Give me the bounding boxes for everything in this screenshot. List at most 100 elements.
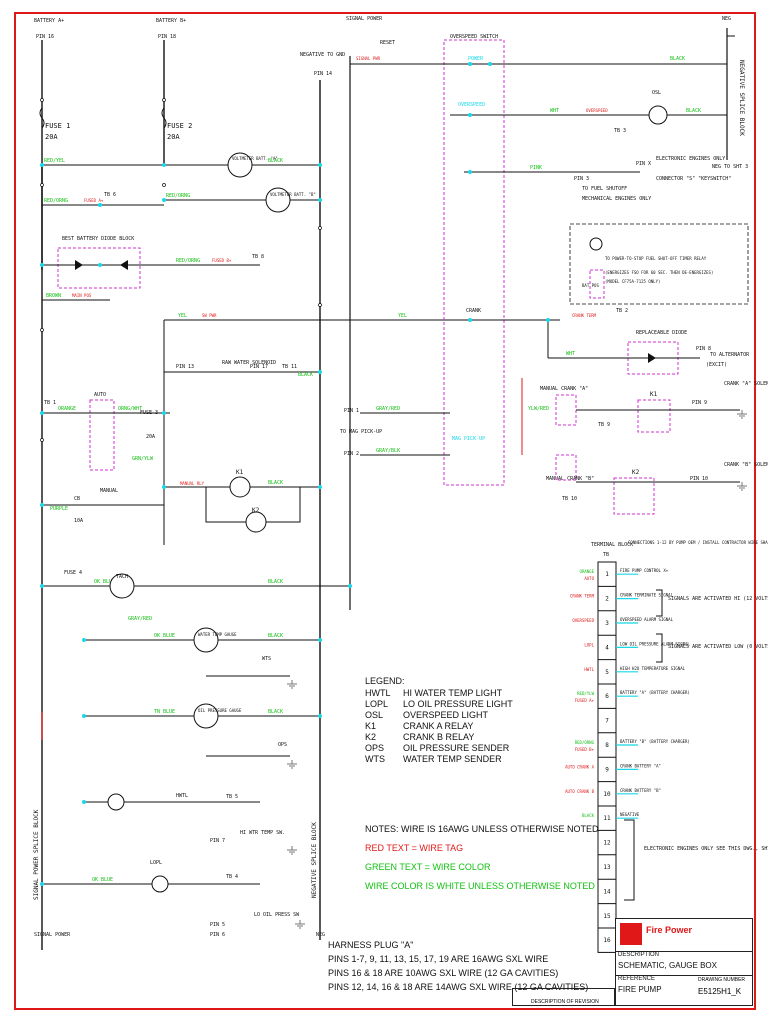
negative-splice-caption: NEGATIVE SPLICE BLOCK xyxy=(311,822,318,898)
signals-lo-bracket xyxy=(656,633,663,663)
signal-power-splice-caption: SIGNAL POWER SPLICE BLOCK xyxy=(33,809,40,900)
terminal-wire-tag: OVERSPEED xyxy=(572,618,594,623)
note-wire-color: WIRE COLOR IS WHITE UNLESS OTHERWISE NOT… xyxy=(365,881,595,891)
legend-title: LEGEND: xyxy=(365,676,405,686)
terminal-number: 14 xyxy=(603,888,611,895)
label-wire-black: BLACK xyxy=(268,480,283,486)
label-wire-red-orng: RED/ORNG xyxy=(176,258,200,264)
label-wire-manual-rly: MANUAL RLY xyxy=(180,481,205,486)
label-wire-main-pos: MAIN POS xyxy=(72,293,92,298)
junction-dot xyxy=(40,163,44,167)
label-pin6: PIN 6 xyxy=(210,932,225,938)
label-hi-wtr-temp-sw: HI WTR TEMP SW. xyxy=(240,830,285,836)
timer-relay-contact xyxy=(589,269,605,299)
terminal-desc: HIGH H2O TEMPERATURE SIGNAL xyxy=(620,666,686,671)
label-k2: K2 xyxy=(632,469,640,476)
label-pin5: PIN 5 xyxy=(210,922,225,928)
lo-oil-pressure-light xyxy=(151,875,169,893)
legend-code: K2 xyxy=(365,732,377,742)
terminal-block-header: TB xyxy=(603,552,609,558)
diode-2 xyxy=(120,260,128,270)
terminal-wire-tag: RED/ORNG xyxy=(575,740,595,745)
junction-dot xyxy=(162,163,166,167)
label-fuse3-rating: 20A xyxy=(146,434,155,440)
terminal-number: 15 xyxy=(603,913,611,920)
terminal-number: 7 xyxy=(605,718,609,725)
label-wire-fused-a: FUSED A+ xyxy=(84,198,104,203)
terminal-wire-tag: RED/YLW xyxy=(577,691,594,696)
label-exciter: (EXCIT) xyxy=(706,362,727,368)
overspeed-light xyxy=(648,105,668,125)
legend-desc: CRANK B RELAY xyxy=(403,732,475,742)
label-timer-relay: TO POWER-TO-STOP FUEL SHUT-OFF TIMER REL… xyxy=(605,256,707,261)
label-pin14: PIN 14 xyxy=(314,71,332,77)
label-wire-tn-blue: TN BLUE xyxy=(154,709,175,715)
electronic-bracket xyxy=(624,819,635,901)
label-pin3: PIN 3 xyxy=(574,176,589,182)
label-fuel-shutoff: TO FUEL SHUTOFF xyxy=(582,186,627,192)
label-wire-yel: YEL xyxy=(398,313,407,319)
label-wire-black: BLACK xyxy=(268,158,283,164)
k1-contact-box xyxy=(637,399,671,433)
label-crank: CRANK xyxy=(466,308,481,314)
label-wire-wht: WHT xyxy=(550,108,559,114)
terminal-desc: BATTERY "B" (BATTERY CHARGER) xyxy=(620,739,690,744)
label-tb1: TB 1 xyxy=(44,400,56,406)
label-power: POWER xyxy=(468,56,484,62)
note-red-text: RED TEXT = WIRE TAG xyxy=(365,843,464,853)
junction-dot xyxy=(162,198,166,202)
terminal-number: 11 xyxy=(603,815,611,822)
description-label: DESCRIPTION xyxy=(616,951,752,958)
label-k1: K1 xyxy=(236,469,244,476)
harness-title: HARNESS PLUG "A" xyxy=(328,940,414,950)
label-mech-only: MECHANICAL ENGINES ONLY xyxy=(582,196,651,202)
reference-value: FIRE PUMP xyxy=(618,985,662,994)
revision-description: DESCRIPTION OF REVISION xyxy=(531,999,599,1005)
terminal-block-title: TERMINAL BLOCK xyxy=(591,542,633,548)
junction-dot xyxy=(318,198,322,202)
terminal-wire-tag: ORANGE xyxy=(580,569,595,574)
legend-code: OPS xyxy=(365,743,385,753)
label-wts: WTS xyxy=(262,656,271,662)
terminal xyxy=(162,183,166,187)
terminal-number: 2 xyxy=(605,596,609,603)
drawing-border xyxy=(14,12,756,1010)
label-lo-oil-press-sw: LO OIL PRESS SW xyxy=(254,912,300,918)
legend-code: OSL xyxy=(365,710,384,720)
terminal xyxy=(318,226,322,230)
label-crank-b-solenoid: CRANK "B" SOLENOID xyxy=(724,462,768,468)
terminal-desc: CRANK BATTERY "B" xyxy=(620,788,661,793)
label-neg-to-sht3: NEG TO SHT 3 xyxy=(712,164,748,170)
terminal-number: 13 xyxy=(603,864,611,871)
legend-code: K1 xyxy=(365,721,377,731)
label-tb9: TB 9 xyxy=(598,422,610,428)
label-pin2: PIN 2 xyxy=(344,451,359,457)
terminal-number: 6 xyxy=(605,693,609,700)
company-name: Fire Power xyxy=(646,925,693,935)
legend-code: HWTL xyxy=(365,688,391,698)
label-wire-overspeed: OVERSPEED xyxy=(586,108,608,113)
junction-dot xyxy=(40,584,44,588)
terminal-number: 8 xyxy=(605,742,609,749)
timer-relay-coil xyxy=(589,237,603,251)
terminal-desc: LOW OIL PRESSURE ALARM SIGNAL xyxy=(620,641,690,646)
k2-contact-box xyxy=(613,477,655,515)
label-timer-note2: (MODEL CF75A-7125 ONLY) xyxy=(605,279,660,284)
diode-1 xyxy=(75,260,83,270)
signals-active-hi: SIGNALS ARE ACTIVATED HI (12 VOLTS) xyxy=(668,596,768,602)
fuse-1 xyxy=(39,107,45,129)
label-tb3: TB 3 xyxy=(614,128,626,134)
junction-dot xyxy=(98,263,102,267)
label-voltmeter-b: VOLTMETER BATT. "B" xyxy=(270,192,316,197)
label-timer-note1: (ENERGIZES FSO FOR 60 SEC. THEN DE-ENERG… xyxy=(605,270,713,275)
label-wire-ok-blue: OK BLUE xyxy=(154,633,175,639)
harness-line-1: PINS 1-7, 9, 11, 13, 15, 17, 19 ARE 16AW… xyxy=(328,954,549,964)
label-wire-black: BLACK xyxy=(686,108,701,114)
label-raw-water: RAW WATER SOLENOID xyxy=(222,360,276,366)
junction-dot xyxy=(318,485,322,489)
